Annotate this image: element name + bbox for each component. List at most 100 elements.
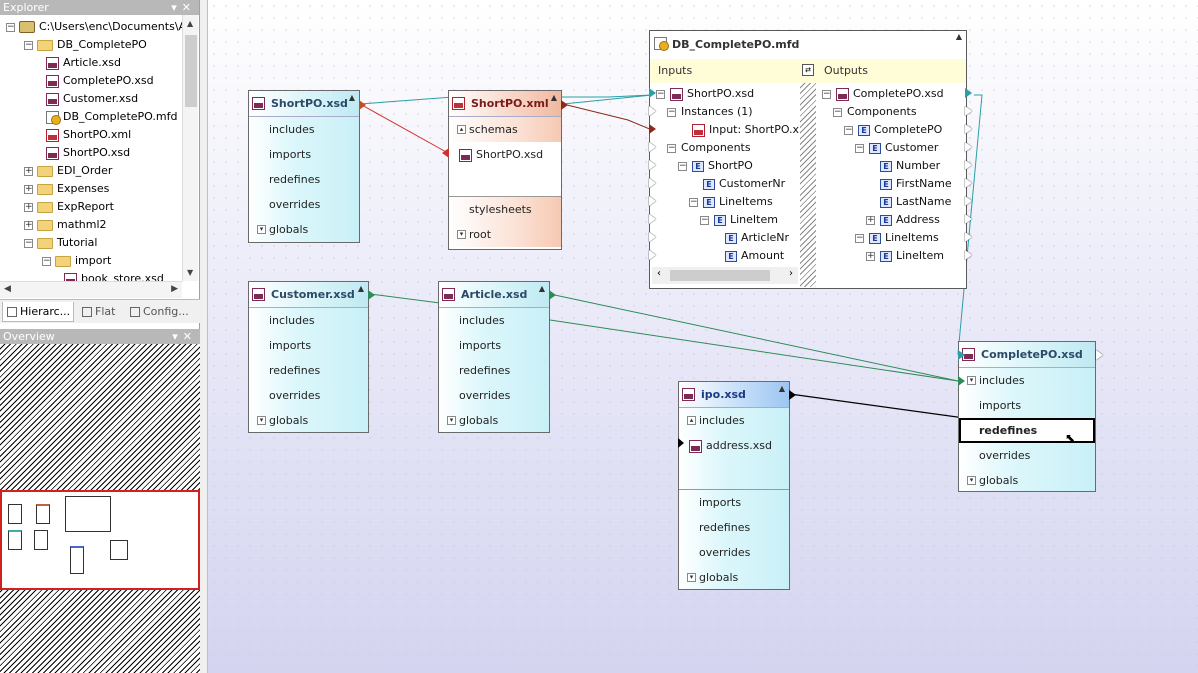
row-redefines[interactable]: redefines — [699, 521, 751, 534]
expand-icon[interactable]: + — [24, 201, 33, 212]
row-schemas[interactable]: ▴schemas — [449, 117, 561, 142]
row-imports[interactable]: imports — [979, 399, 1022, 412]
expand-icon[interactable]: ▾ — [447, 416, 456, 425]
mapping-tree-item[interactable]: −CompletePO.xsd — [822, 85, 944, 103]
output-port[interactable] — [368, 290, 375, 300]
collapse-icon[interactable]: ▴ — [687, 416, 696, 425]
row-globals[interactable]: ▾globals — [959, 468, 1095, 493]
scroll-left-icon[interactable]: ◀ — [4, 284, 11, 294]
collapse-icon[interactable]: ▲ — [550, 93, 557, 102]
mfd-output-port[interactable] — [965, 214, 972, 224]
overview-pane[interactable] — [0, 344, 200, 673]
tree-item[interactable]: −C:\Users\enc\Documents\Alto — [6, 18, 182, 36]
mfd-input-port[interactable] — [649, 178, 656, 188]
row-globals[interactable]: ▾globals — [249, 408, 368, 433]
collapse-icon[interactable]: − — [24, 39, 33, 50]
row-overrides[interactable]: overrides — [459, 389, 511, 402]
expand-icon[interactable]: ▾ — [687, 573, 696, 582]
collapse-icon[interactable]: − — [700, 214, 709, 225]
toggle-pane[interactable]: ⇄ — [800, 59, 816, 83]
mfd-output-port[interactable] — [965, 106, 972, 116]
mfd-output-port[interactable] — [965, 124, 972, 134]
row-includes[interactable]: includes — [269, 314, 315, 327]
collapse-icon[interactable]: − — [667, 142, 676, 153]
tab-hierarchical[interactable]: Hierarc... — [2, 302, 74, 322]
row-imports[interactable]: imports — [269, 148, 312, 161]
row-overrides[interactable]: overrides — [269, 389, 321, 402]
component-header[interactable]: Article.xsd ▲ — [439, 282, 549, 308]
mfd-input-port[interactable] — [649, 214, 656, 224]
collapse-icon[interactable]: ▲ — [538, 284, 545, 293]
panel-splitter[interactable] — [200, 0, 208, 673]
component-ipo-xsd[interactable]: ipo.xsd ▲ ▴includes address.xsd imports … — [678, 381, 796, 590]
row-overrides[interactable]: overrides — [269, 198, 321, 211]
row-includes[interactable]: includes — [269, 123, 315, 136]
input-port[interactable] — [958, 350, 965, 360]
mfd-output-port[interactable] — [965, 250, 972, 260]
mfd-output-port[interactable] — [965, 196, 972, 206]
tree-item[interactable]: +EDI_Order — [24, 162, 112, 180]
input-port[interactable] — [442, 148, 449, 158]
collapse-icon[interactable]: ▲ — [357, 284, 364, 293]
tab-flat[interactable]: Flat — [78, 302, 122, 322]
row-stylesheets[interactable]: stylesheets — [449, 197, 561, 222]
tree-item[interactable]: −import — [42, 252, 111, 270]
component-shortpo-xml[interactable]: ShortPO.xml ▲ ▴schemas ShortPO.xsd style… — [442, 90, 568, 250]
mfd-output-port[interactable] — [965, 178, 972, 188]
scroll-up-icon[interactable]: ▲ — [187, 19, 194, 28]
mapping-tree-item[interactable]: Input: ShortPO.xml — [678, 121, 800, 139]
collapse-icon[interactable]: − — [42, 255, 51, 266]
row-redefines[interactable]: redefines⬉ — [959, 418, 1095, 445]
pin-icon[interactable]: ▾ — [172, 330, 183, 343]
scroll-right-icon[interactable]: › — [789, 268, 793, 279]
scroll-thumb[interactable] — [185, 35, 197, 107]
collapse-icon[interactable]: − — [678, 160, 687, 171]
component-header[interactable]: ipo.xsd ▲ — [679, 382, 789, 408]
scroll-right-icon[interactable]: ▶ — [171, 284, 178, 294]
row-redefines[interactable]: redefines — [269, 173, 321, 186]
mfd-input-port[interactable] — [649, 196, 656, 206]
mfd-input-port[interactable] — [649, 160, 656, 170]
inputs-hscrollbar[interactable]: ‹ › — [652, 267, 798, 284]
component-db-completepo-mfd[interactable]: DB_CompletePO.mfd ▲ Inputs ⇄ Outputs −Sh… — [649, 30, 967, 289]
mapping-tree-item[interactable]: −Components — [667, 139, 751, 157]
mfd-input-port[interactable] — [649, 142, 656, 152]
input-port-includes[interactable] — [958, 376, 965, 386]
output-port[interactable] — [1096, 350, 1103, 360]
expand-icon[interactable]: ▾ — [257, 416, 266, 425]
row-redefines[interactable]: redefines — [269, 364, 321, 377]
pane-divider[interactable] — [800, 83, 816, 287]
row-includes[interactable]: ▾includes — [959, 368, 1095, 393]
row-redefines[interactable]: redefines — [459, 364, 511, 377]
overview-viewport-frame[interactable] — [0, 490, 200, 590]
component-customer-xsd[interactable]: Customer.xsd ▲ includes imports redefine… — [248, 281, 375, 433]
collapse-icon[interactable]: − — [844, 124, 853, 135]
expand-icon[interactable]: ▾ — [967, 476, 976, 485]
collapse-icon[interactable]: − — [689, 196, 698, 207]
scroll-thumb[interactable] — [670, 270, 770, 281]
tree-item[interactable]: +ExpReport — [24, 198, 114, 216]
mfd-output-port[interactable] — [965, 160, 972, 170]
component-header[interactable]: Customer.xsd ▲ — [249, 282, 368, 308]
output-port[interactable] — [789, 390, 796, 400]
component-header[interactable]: DB_CompletePO.mfd ▲ — [650, 31, 966, 59]
swap-icon[interactable]: ⇄ — [802, 64, 814, 76]
row-include-file[interactable]: address.xsd — [679, 433, 789, 458]
row-imports[interactable]: imports — [269, 339, 312, 352]
collapse-icon[interactable]: ▲ — [348, 93, 355, 102]
component-article-xsd[interactable]: Article.xsd ▲ includes imports redefines… — [438, 281, 556, 433]
mfd-input-port[interactable] — [649, 106, 656, 116]
component-header[interactable]: ShortPO.xml ▲ — [449, 91, 561, 117]
mfd-input-port[interactable] — [649, 250, 656, 260]
expand-icon[interactable]: ▾ — [257, 225, 266, 234]
component-shortpo-xsd[interactable]: ShortPO.xsd ▲ includes imports redefines… — [248, 90, 366, 243]
tree-item[interactable]: +Expenses — [24, 180, 109, 198]
